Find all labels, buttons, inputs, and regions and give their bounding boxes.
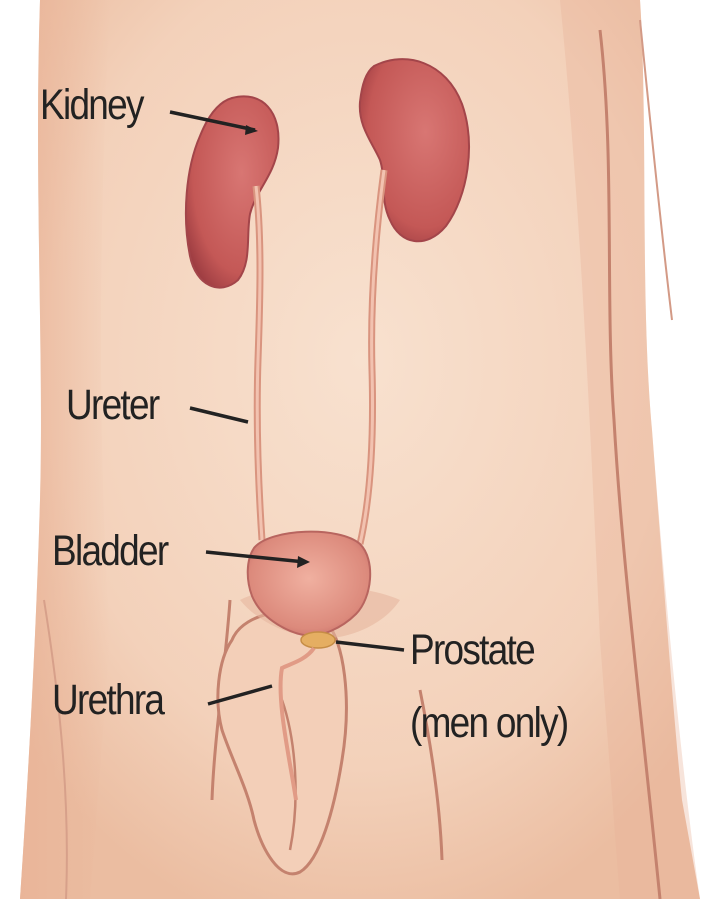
bladder-label: Bladder [52,528,167,574]
ureter-label: Ureter [66,382,158,428]
left-flank-shading [20,0,110,899]
prostate [301,632,335,648]
prostate-label: Prostate [410,627,534,673]
kidney-label: Kidney [40,82,143,128]
prostate-note-label: (men only) [410,700,567,746]
urethra-label: Urethra [52,677,163,723]
